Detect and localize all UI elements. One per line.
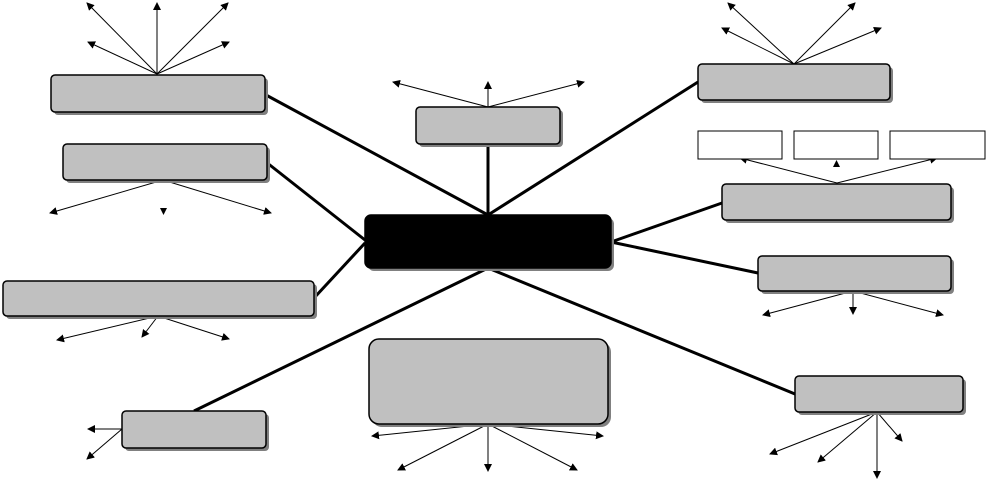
node-top-center [415, 106, 563, 147]
arrow [762, 290, 854, 318]
link-left-long [312, 241, 367, 300]
node-right-upper [721, 183, 954, 223]
arrow [487, 79, 585, 108]
nodes [2, 63, 986, 451]
arrow [49, 179, 164, 215]
node-bottom-center [368, 338, 611, 427]
connector-lines [193, 80, 796, 413]
arrow [852, 290, 944, 318]
arrow [87, 41, 158, 75]
arrow [817, 411, 878, 463]
arrow-head [160, 208, 167, 215]
arrow [876, 411, 903, 442]
arrow [56, 315, 159, 343]
arrow [86, 428, 123, 460]
arrows [49, 2, 944, 479]
center-node [364, 214, 614, 271]
arrow [156, 41, 230, 75]
arrow [727, 2, 795, 65]
link-bottom-left [193, 266, 489, 413]
arrow [487, 423, 578, 471]
link-top-right [487, 80, 699, 217]
arrow [793, 26, 882, 65]
arrow [739, 155, 838, 184]
link-bottom-right [487, 266, 796, 396]
arrow [392, 79, 489, 108]
link-top-left [265, 93, 489, 217]
arrow [793, 2, 856, 65]
node-top-left [50, 74, 268, 115]
node-bottom-left [121, 410, 269, 451]
link-right-upper [610, 201, 723, 244]
node-left-upper [62, 143, 270, 183]
link-left-upper [265, 160, 366, 242]
node-bottom-right [794, 375, 966, 415]
node-top-right [697, 63, 893, 103]
arrow [157, 315, 230, 341]
node-right-middle [757, 255, 954, 294]
arrow-head [833, 160, 840, 167]
node-left-long [2, 280, 317, 319]
arrow [156, 2, 229, 75]
arrow [141, 315, 159, 338]
empty-box-1 [697, 130, 783, 160]
empty-box-2 [793, 130, 879, 160]
link-right-middle [610, 240, 759, 275]
arrow [86, 2, 158, 75]
arrow [721, 27, 795, 65]
arrow [836, 155, 938, 184]
arrow [769, 411, 878, 456]
arrow [162, 179, 272, 215]
empty-box-3 [889, 130, 986, 160]
arrow [397, 423, 489, 471]
